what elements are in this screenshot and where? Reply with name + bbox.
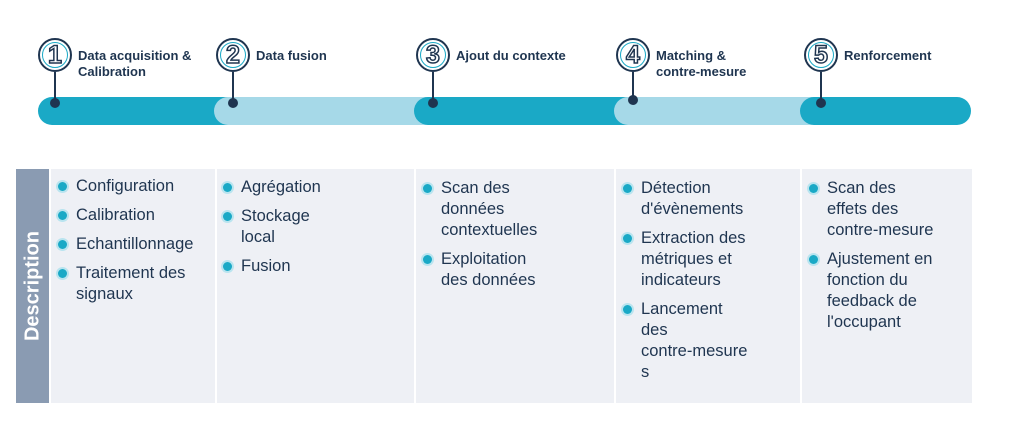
stage-number: 1 bbox=[47, 40, 62, 70]
stage-connector bbox=[232, 72, 234, 100]
numbered-circle-icon bbox=[216, 38, 250, 72]
stage-connector bbox=[820, 72, 822, 100]
list-item: Extraction des métriques et indicateurs bbox=[619, 228, 800, 291]
timeline-segment-5 bbox=[800, 97, 971, 125]
bullet-dot-icon bbox=[423, 184, 432, 193]
item-list: Agrégation Stockage local Fusion bbox=[217, 169, 414, 277]
bullet-dot-icon bbox=[809, 255, 818, 264]
stage-label: Renforcement bbox=[844, 48, 932, 63]
item-list: Configuration Calibration Echantillonnag… bbox=[51, 169, 215, 305]
bullet-dot-icon bbox=[58, 211, 67, 220]
stage-number: 2 bbox=[225, 40, 240, 70]
description-column-3: Scan des données contextuelles Exploitat… bbox=[416, 169, 614, 403]
bullet-dot-icon bbox=[423, 255, 432, 264]
bullet-dot-icon bbox=[623, 184, 632, 193]
stage-label: Ajout du contexte bbox=[456, 48, 566, 63]
stage-label: Matching & contre-mesure bbox=[656, 48, 747, 79]
list-item: Fusion bbox=[219, 256, 414, 277]
description-column-5: Scan des effets des contre-mesure Ajuste… bbox=[802, 169, 972, 403]
bullet-dot-icon bbox=[223, 183, 232, 192]
list-item: Scan des effets des contre-mesure bbox=[805, 178, 972, 241]
item-list: Détection d'évènements Extraction des mé… bbox=[616, 169, 800, 383]
description-label: Description bbox=[21, 230, 43, 342]
list-item: Stockage local bbox=[219, 206, 414, 248]
timeline-segment-1 bbox=[38, 97, 248, 125]
list-item: Agrégation bbox=[219, 177, 414, 198]
stage-connector bbox=[432, 72, 434, 100]
stage-label: Data fusion bbox=[256, 48, 327, 63]
numbered-circle-icon bbox=[38, 38, 72, 72]
stage-marker-dot bbox=[628, 95, 638, 105]
bullet-dot-icon bbox=[623, 305, 632, 314]
numbered-circle-icon bbox=[616, 38, 650, 72]
list-item: Ajustement en fonction du feedback de l'… bbox=[805, 249, 972, 333]
list-item: Traitement des signaux bbox=[54, 263, 215, 305]
numbered-circle-icon bbox=[804, 38, 838, 72]
stage-number: 5 bbox=[813, 40, 828, 70]
bullet-dot-icon bbox=[623, 234, 632, 243]
item-list: Scan des effets des contre-mesure Ajuste… bbox=[802, 169, 972, 333]
stage-marker-dot bbox=[816, 98, 826, 108]
stage-number: 3 bbox=[425, 40, 440, 70]
description-column-2: Agrégation Stockage local Fusion bbox=[217, 169, 414, 403]
list-item: Exploitation des données bbox=[419, 249, 614, 291]
list-item: Scan des données contextuelles bbox=[419, 178, 614, 241]
stage-connector bbox=[54, 72, 56, 100]
bullet-dot-icon bbox=[58, 269, 67, 278]
list-item: Configuration bbox=[54, 176, 215, 197]
stage-number: 4 bbox=[625, 40, 640, 70]
description-column-1: Configuration Calibration Echantillonnag… bbox=[51, 169, 215, 403]
stage-connector bbox=[632, 72, 634, 97]
timeline-segment-4 bbox=[614, 97, 828, 125]
numbered-circle-icon bbox=[416, 38, 450, 72]
list-item: Echantillonnage bbox=[54, 234, 215, 255]
stage-marker-dot bbox=[428, 98, 438, 108]
description-tab: Description bbox=[16, 169, 49, 403]
timeline-segment-3 bbox=[414, 97, 648, 125]
bullet-dot-icon bbox=[58, 182, 67, 191]
bullet-dot-icon bbox=[223, 212, 232, 221]
list-item: Lancement des contre-mesure s bbox=[619, 299, 800, 383]
bullet-dot-icon bbox=[809, 184, 818, 193]
item-list: Scan des données contextuelles Exploitat… bbox=[416, 169, 614, 291]
bullet-dot-icon bbox=[58, 240, 67, 249]
description-column-4: Détection d'évènements Extraction des mé… bbox=[616, 169, 800, 403]
list-item: Détection d'évènements bbox=[619, 178, 800, 220]
list-item: Calibration bbox=[54, 205, 215, 226]
stage-marker-dot bbox=[228, 98, 238, 108]
timeline-segment-2 bbox=[214, 97, 442, 125]
stage-marker-dot bbox=[50, 98, 60, 108]
bullet-dot-icon bbox=[223, 262, 232, 271]
stage-label: Data acquisition & Calibration bbox=[78, 48, 192, 79]
